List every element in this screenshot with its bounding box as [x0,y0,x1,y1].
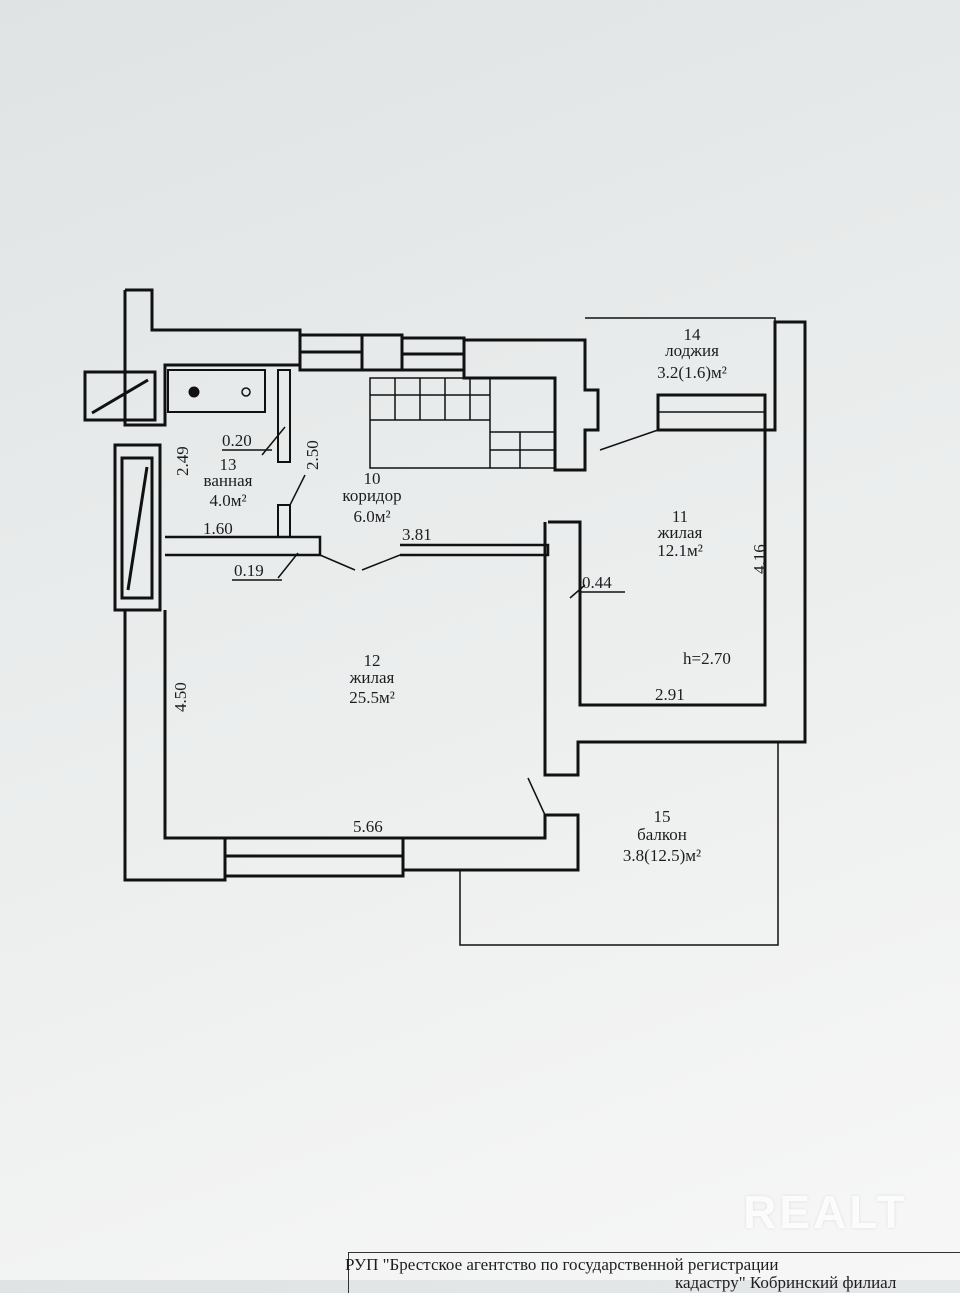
dim-room12-width: 5.66 [353,817,383,836]
partition-right [400,543,550,557]
dim-room11-width: 2.91 [655,685,685,704]
bath-wall-right [277,369,291,463]
room-13-area: 4.0м² [209,491,246,510]
dim-room12-height: 4.50 [171,682,190,712]
dim-corridor-depth: 2.50 [303,440,322,470]
vent-diagonal [91,378,149,415]
footer-stamp: РУП "Брестское агентство по государствен… [345,1255,960,1293]
stairs [369,377,556,469]
loggia-door [599,429,659,451]
loggia-outline [585,317,776,395]
footer-stamp-border [348,1252,960,1293]
room-11-number: 11 [672,507,688,526]
window-left-inner [120,456,154,600]
room-15-area: 3.8(12.5)м² [623,846,701,865]
dim-room11-height: 4.16 [750,544,769,574]
partition-top [165,535,322,557]
room-12-name: жилая [349,668,395,687]
wall-bottom-right [401,813,580,872]
bathtub [167,369,266,413]
window-left-diag [126,466,149,591]
room-13-name: ванная [204,471,253,490]
dim-ceiling-height: h=2.70 [683,649,731,668]
leaders [222,426,625,599]
dim-bath-wall: 0.20 [222,431,252,450]
room-11-name: жилая [657,523,703,542]
outer-wall-left-lower [123,610,227,882]
room-10-name: коридор [342,486,401,505]
room-14-area: 3.2(1.6)м² [657,363,727,382]
room-10-number: 10 [364,469,381,488]
room-11-area: 12.1м² [657,541,703,560]
room-14-name: лоджия [665,341,719,360]
balcony-door [527,777,546,816]
room-labels: 10 коридор 6.0м² 11 жилая 12.1м² 12 жила… [204,325,727,865]
outer-wall-left [123,288,302,427]
window-left [113,443,162,612]
dim-wall-044: 0.44 [582,573,612,592]
room-13-number: 13 [220,455,237,474]
walls [83,288,807,946]
column [360,333,404,372]
dim-bath-height: 2.49 [173,446,192,476]
dim-wall-019: 0.19 [234,561,264,580]
room-15-number: 15 [654,807,671,826]
door-12-left [319,554,356,571]
balcony-outline [459,742,779,946]
bath-door [289,474,306,506]
vent-shaft [83,370,157,422]
room-12-area: 25.5м² [349,688,395,707]
dimension-labels: 2.49 0.20 2.50 1.60 3.81 0.19 0.44 4.16 … [171,431,769,836]
room-14-number: 14 [684,325,702,344]
realt-watermark: REALT [743,1186,908,1238]
dim-corridor-width: 3.81 [402,525,432,544]
bath-wall-lower [277,504,291,538]
footer-line-2: кадастру" Кобринский филиал [675,1273,897,1292]
door-12-right [361,554,401,571]
room-10-area: 6.0м² [353,507,390,526]
footer-line-1: РУП "Брестское агентство по государствен… [345,1255,779,1274]
dim-bath-width: 1.60 [203,519,233,538]
room-12-number: 12 [364,651,381,670]
room-15-name: балкон [637,825,687,844]
